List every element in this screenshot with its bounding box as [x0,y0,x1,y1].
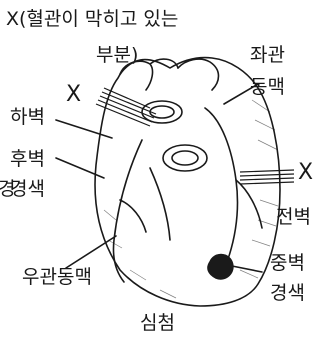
occlusion-arrow-right [240,170,294,184]
vessel-opening-lower [163,145,207,171]
occlusion-x-left: X [66,84,81,106]
cut-infarct-label-2: 경색 [10,178,45,200]
left-coronary-label-2: 동맥 [250,76,285,98]
title-line-2: 부분) [96,44,138,66]
pointer-septal [232,266,262,272]
posterior-wall-label: 후벽 [10,148,45,170]
pointer-inferior [56,120,112,138]
anterior-wall-label: 전벽 [276,206,311,228]
title-line-1: X(혈관이 막히고 있는 [6,8,178,30]
occlusion-x-right: X [298,162,313,184]
right-coronary-artery [113,140,142,282]
right-coronary-label: 우관동맥 [22,266,92,288]
septal-infarct-mark [208,255,233,279]
pointer-right-coronary [66,236,116,268]
left-coronary-label-1: 좌관 [250,44,285,66]
septal-infarct-label-2: 경색 [270,282,305,304]
vessel-opening-upper [142,101,182,123]
apex-label: 심첨 [140,312,175,334]
inferior-wall-label: 하벽 [10,106,45,128]
septal-infarct-label-1: 중벽 [270,252,305,274]
left-coronary-artery [205,108,238,270]
